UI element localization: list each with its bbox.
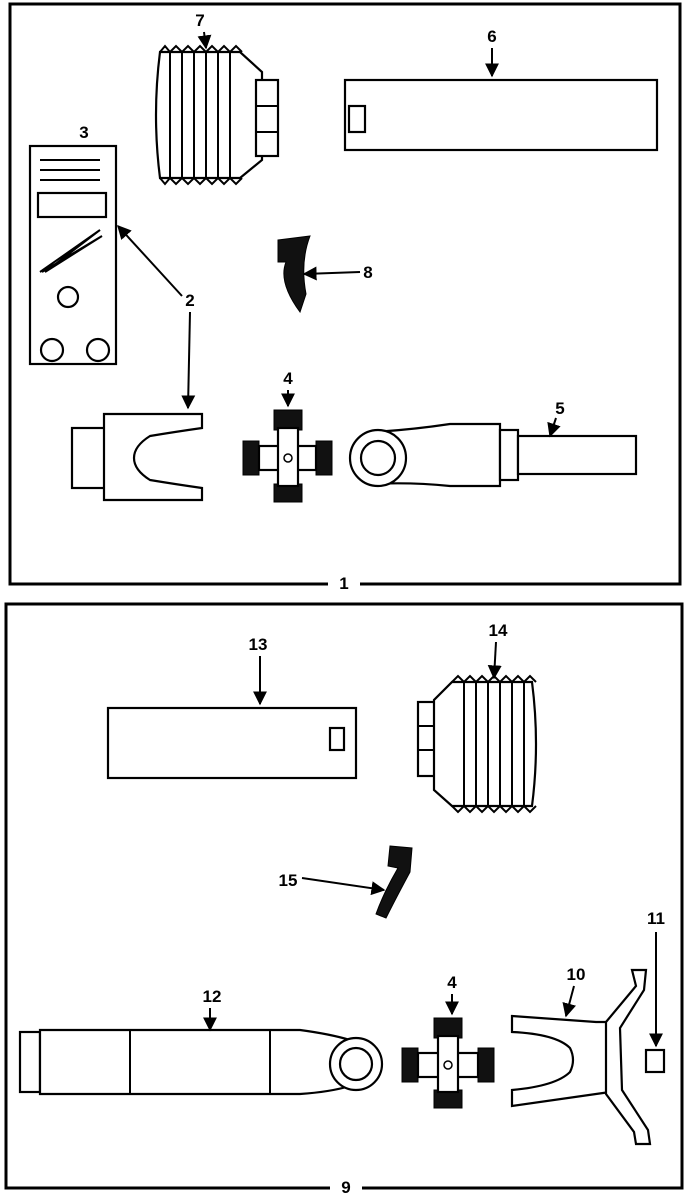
- clip-part-8: [277, 235, 311, 314]
- shaft-part-12: [18, 1028, 384, 1096]
- callout-12: 12: [203, 987, 222, 1006]
- boot-part-14: [416, 674, 538, 814]
- tube-part-6: [343, 78, 659, 152]
- callout-3: 3: [79, 123, 88, 142]
- block-part-11: [644, 1048, 666, 1074]
- top-panel: 1 7 6 3 8: [8, 2, 682, 594]
- callout-11: 11: [647, 909, 665, 928]
- flange-yoke-part-10: [510, 968, 652, 1146]
- callout-6: 6: [487, 27, 496, 46]
- callout-10: 10: [567, 965, 586, 984]
- decal-part-3: [28, 144, 118, 366]
- clip-part-15: [375, 845, 413, 919]
- bottom-panel: 9 13 14 15 12: [4, 602, 684, 1198]
- u-joint-part-4-top: [242, 409, 333, 503]
- callout-2: 2: [185, 291, 194, 310]
- callout-8: 8: [363, 263, 372, 282]
- shaft-part-5: [348, 422, 638, 488]
- callout-5: 5: [555, 399, 564, 418]
- bottom-panel-frame: [4, 602, 684, 1190]
- callout-14: 14: [489, 621, 508, 640]
- boot-part-7: [154, 44, 280, 186]
- yoke-part-2: [70, 412, 204, 502]
- callout-7: 7: [195, 11, 204, 30]
- callout-15: 15: [279, 871, 298, 890]
- tube-part-13: [106, 706, 358, 780]
- callout-13: 13: [249, 635, 268, 654]
- panel-label-top: 1: [339, 574, 348, 593]
- u-joint-part-4-bottom: [401, 1017, 495, 1109]
- callout-4-bottom: 4: [447, 973, 457, 992]
- callout-4-top: 4: [283, 369, 293, 388]
- panel-label-bottom: 9: [341, 1178, 350, 1197]
